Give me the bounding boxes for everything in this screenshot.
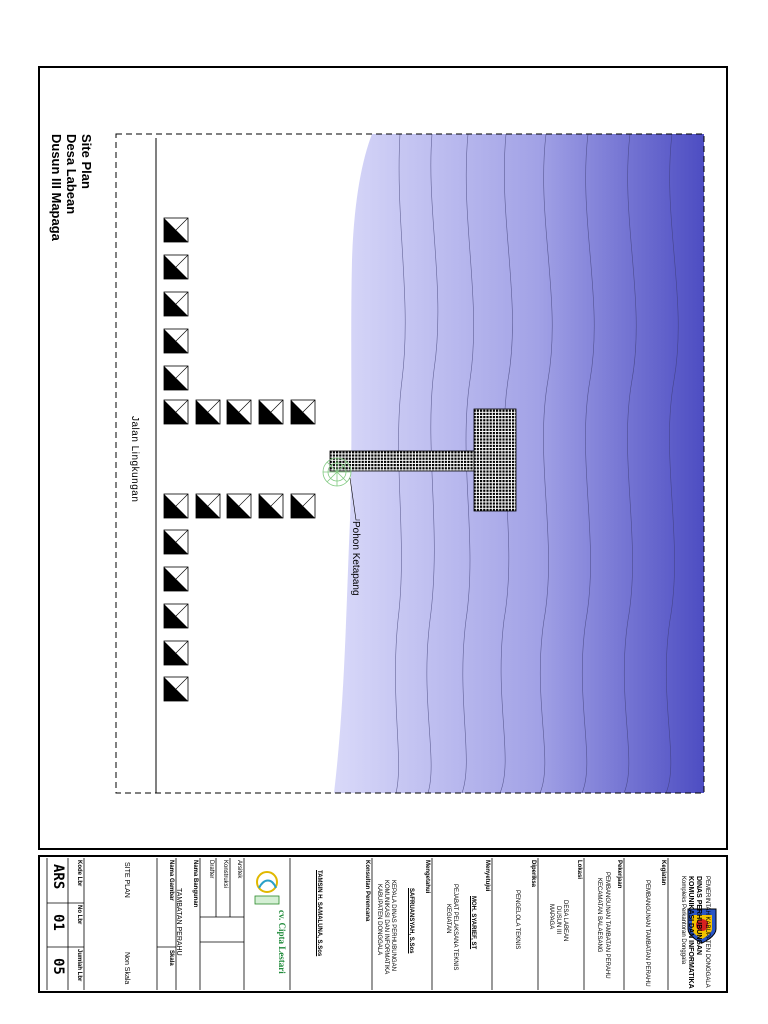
- house-symbol: [290, 493, 316, 519]
- house-symbol: [163, 566, 189, 592]
- mengetahui-label: Mengetahui: [424, 860, 430, 894]
- no-lembar-label: No Lbr: [76, 905, 82, 925]
- nama-gambar-label: Nama Gambar: [168, 860, 174, 901]
- konsultan-name: TAMSIN H. SAMALUNA, S.Sos: [316, 870, 322, 957]
- agency-line-3: KOMUNIKASI DAN INFORMATIKA: [687, 876, 694, 989]
- site-boundary: [115, 133, 705, 794]
- jumlah-lembar-value: 05: [50, 958, 66, 975]
- diperiksa-label: Diperiksa: [530, 860, 536, 888]
- konsultan-label: Konsultan Perencana: [364, 860, 370, 922]
- mengetahui-role-3: KABUPATEN DONGGALA: [376, 884, 382, 956]
- diperiksa-value: PENGELOLA TEKNIS: [514, 890, 520, 950]
- menyetujui-label: Menyetujui: [484, 860, 490, 892]
- house-symbol: [258, 493, 284, 519]
- lokasi-label: Lokasi: [576, 860, 582, 880]
- pekerjaan-label: Pekerjaan: [616, 860, 622, 889]
- lokasi-value-1: DESA LABEAN: [562, 900, 568, 942]
- title-block: [38, 855, 728, 993]
- house-symbol: [163, 529, 189, 555]
- menyetujui-name: MOH. SYARIEF, ST: [470, 896, 476, 950]
- house-symbol: [163, 217, 189, 243]
- kegiatan-label: Kegiatan: [660, 860, 666, 886]
- menyetujui-role-1: PEJABAT PELAKSANA TEKNIS: [452, 884, 458, 971]
- jumlah-lembar-label: Jumlah Lbr: [76, 949, 82, 982]
- mengetahui-name: SAFRUANSYAH, S.Sos: [408, 888, 414, 954]
- tree-leader-line: [349, 477, 360, 521]
- house-symbol: [258, 399, 284, 425]
- house-symbol: [163, 254, 189, 280]
- jetty: [329, 408, 517, 512]
- house-symbol: [163, 328, 189, 354]
- pekerjaan-value-2: KECAMATAN BALAESANG: [596, 878, 602, 953]
- sea-area: [334, 134, 704, 793]
- house-symbol: [226, 493, 252, 519]
- regency-emblem-logo: [687, 908, 717, 944]
- house-symbol: [163, 603, 189, 629]
- house-symbol: [163, 291, 189, 317]
- lokasi-value-3: MAPAGA: [548, 904, 554, 930]
- house-symbol: [290, 399, 316, 425]
- consultant-logo-name: cv. Cipta Lestari: [277, 910, 287, 974]
- house-group: [163, 217, 316, 702]
- skala-label: Skala: [168, 950, 174, 966]
- sea-contours: [395, 133, 679, 794]
- tree-symbol: [322, 457, 352, 487]
- agency-line-2: DINAS PERHUBUNGAN: [695, 876, 702, 955]
- role-arsitek: Arsitek: [236, 860, 242, 879]
- role-konstruksi: Konstruksi: [222, 860, 228, 889]
- house-symbol: [195, 493, 221, 519]
- house-symbol: [226, 399, 252, 425]
- nama-bangunan-value: TAMBATAN PERAHU: [175, 888, 182, 956]
- agency-line-4: Kompleks Perkantoran Donggala: [680, 876, 686, 965]
- consultant-logo: [254, 871, 280, 905]
- pekerjaan-value-1: PEMBANGUNAN TAMBATAN PERAHU: [604, 872, 610, 979]
- skala-value: Non Skala: [123, 952, 130, 985]
- house-symbol: [195, 399, 221, 425]
- kegiatan-value: PEMBANGUNAN TAMBATAN PERAHU: [644, 880, 650, 987]
- mengetahui-role-2: KOMUNIKASI DAN INFORMATIKA: [383, 880, 389, 975]
- kode-lembar-value: ARS: [50, 864, 66, 890]
- role-drafter: Drafter: [208, 860, 214, 879]
- agency-line-1: PEMERINTAH KABUPATEN DONGGALA: [704, 876, 710, 988]
- house-symbol: [163, 399, 189, 425]
- house-symbol: [163, 365, 189, 391]
- house-symbol: [163, 676, 189, 702]
- house-symbol: [163, 640, 189, 666]
- jetty-pier-head: [473, 408, 517, 512]
- drawing-frame: [38, 66, 728, 850]
- mengetahui-role-1: KEPALA DINAS PERHUBUNGAN: [390, 880, 396, 971]
- kode-lembar-label: Kode Lbr: [76, 860, 82, 887]
- nama-bangunan-label: Nama Bangunan: [192, 860, 198, 908]
- menyetujui-role-2: KEGIATAN: [445, 904, 451, 934]
- no-lembar-value: 01: [50, 914, 66, 931]
- lokasi-value-2: DUSUN III: [555, 906, 561, 935]
- nama-gambar-value: SITE PLAN: [123, 862, 130, 898]
- house-symbol: [163, 493, 189, 519]
